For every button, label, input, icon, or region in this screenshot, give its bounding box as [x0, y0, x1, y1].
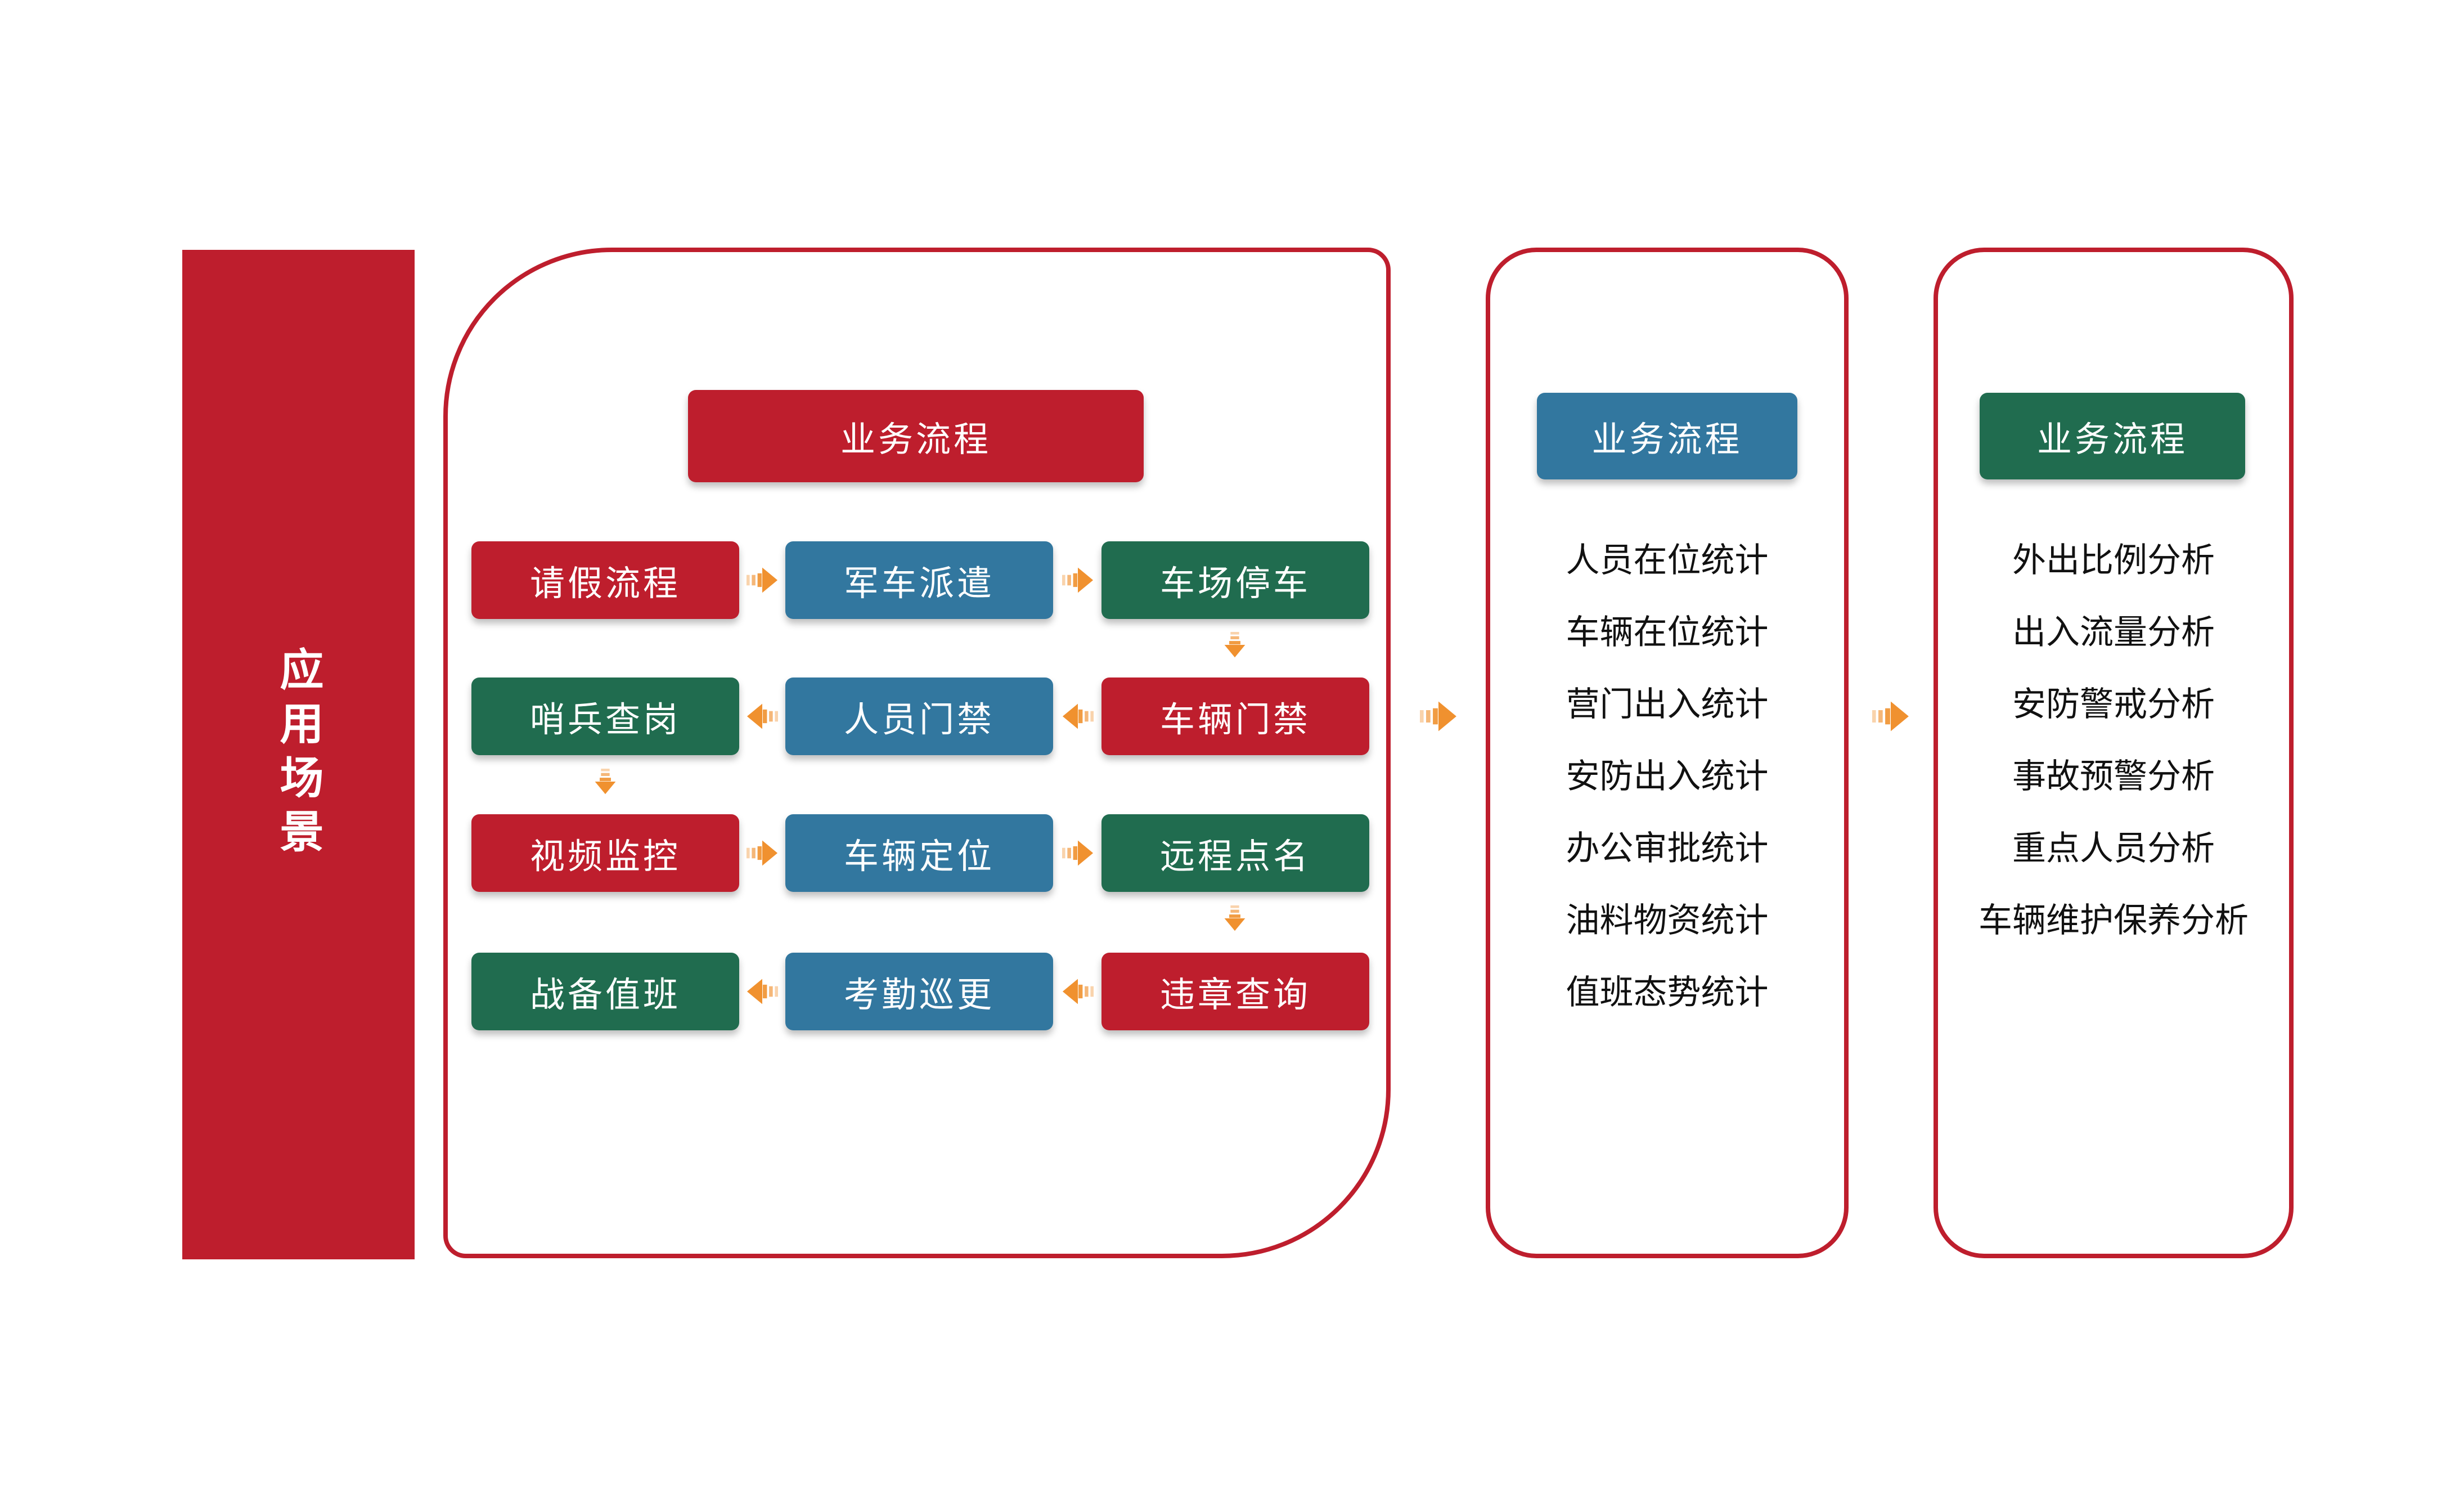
flow-box-vehicle-dispatch: 军车派遣	[785, 541, 1053, 619]
list-item: 重点人员分析	[2012, 829, 2215, 867]
flow-box-vehicle-locate: 车辆定位	[785, 814, 1053, 892]
flow-box-vehicle-access: 车辆门禁	[1101, 678, 1369, 755]
list-item: 办公审批统计	[1566, 829, 1769, 867]
application-scenarios-banner: 应用场景	[182, 250, 415, 1259]
arrow-right-icon	[1420, 701, 1457, 732]
statistics-panel-header: 业务流程	[1537, 393, 1797, 479]
flow-box-parking: 车场停车	[1101, 541, 1369, 619]
flow-box-violation-query: 违章查询	[1101, 953, 1369, 1030]
flow-box-sentry-check: 哨兵查岗	[471, 678, 739, 755]
arrow-left-icon	[747, 979, 778, 1004]
banner-label: 应用场景	[273, 647, 323, 863]
arrow-right-icon	[1062, 567, 1094, 593]
list-item: 车辆维护保养分析	[1979, 901, 2249, 939]
flow-box-personnel-access: 人员门禁	[785, 678, 1053, 755]
list-item: 值班态势统计	[1566, 973, 1769, 1011]
arrow-right-icon	[747, 840, 778, 866]
arrow-right-icon	[1062, 840, 1094, 866]
flow-box-remote-rollcall: 远程点名	[1101, 814, 1369, 892]
list-item: 安防警戒分析	[2012, 685, 2215, 723]
list-item: 油料物资统计	[1566, 901, 1769, 939]
arrow-right-icon	[1872, 701, 1909, 732]
arrow-right-icon	[747, 567, 778, 593]
list-item: 安防出入统计	[1566, 757, 1769, 795]
arrow-left-icon	[747, 703, 778, 729]
arrow-left-icon	[1062, 703, 1094, 729]
arrow-down-icon	[1222, 629, 1248, 661]
arrow-down-icon	[1222, 903, 1248, 934]
analysis-panel-header: 业务流程	[1980, 393, 2245, 479]
list-item: 外出比例分析	[2012, 541, 2215, 579]
list-item: 人员在位统计	[1566, 541, 1769, 579]
arrow-down-icon	[592, 766, 618, 797]
arrow-left-icon	[1062, 979, 1094, 1004]
flow-box-leave-process: 请假流程	[471, 541, 739, 619]
flow-box-duty-readiness: 战备值班	[471, 953, 739, 1030]
flow-box-attendance-patrol: 考勤巡更	[785, 953, 1053, 1030]
list-item: 事故预警分析	[2012, 757, 2215, 795]
main-panel-header: 业务流程	[688, 390, 1144, 482]
list-item: 营门出入统计	[1566, 685, 1769, 723]
statistics-list: 人员在位统计 车辆在位统计 营门出入统计 安防出入统计 办公审批统计 油料物资统…	[1486, 521, 1849, 1025]
list-item: 出入流量分析	[2012, 613, 2215, 651]
analysis-list: 外出比例分析 出入流量分析 安防警戒分析 事故预警分析 重点人员分析 车辆维护保…	[1934, 521, 2294, 953]
list-item: 车辆在位统计	[1566, 613, 1769, 651]
flow-box-video-monitor: 视频监控	[471, 814, 739, 892]
